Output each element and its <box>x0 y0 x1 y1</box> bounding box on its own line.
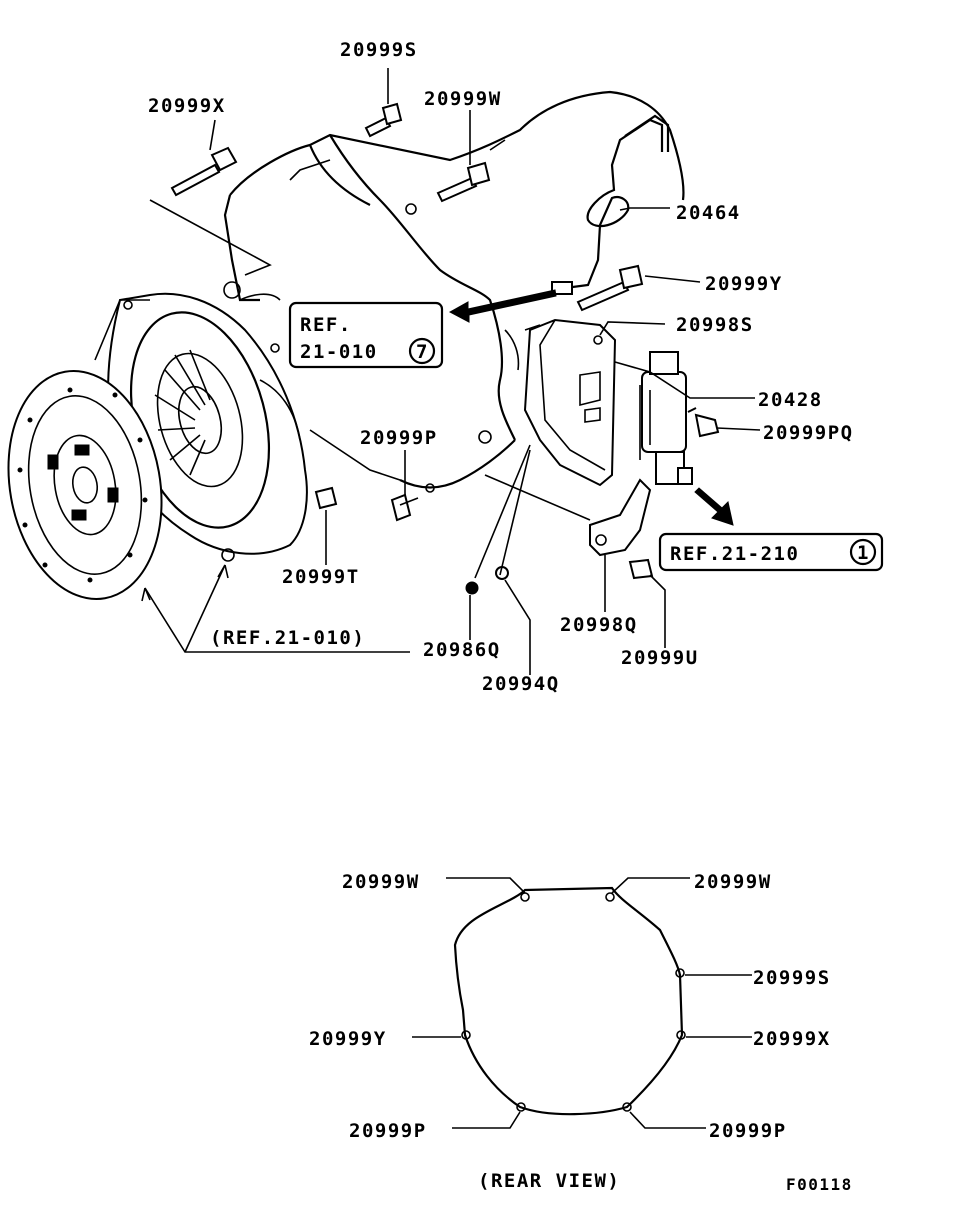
bolt-20999PQ <box>687 407 720 438</box>
label-20999S: 20999S <box>340 39 418 61</box>
label-20999T: 20999T <box>282 566 360 588</box>
label-20999Y: 20999Y <box>705 273 783 295</box>
transmission-housing <box>149 90 685 493</box>
label-20994Q: 20994Q <box>482 673 560 695</box>
rear-label-left-20999W: 20999W <box>342 871 420 893</box>
ref-box-21-010-7: REF. 21-010 7 <box>288 301 444 369</box>
bracket-20998Q <box>589 478 652 557</box>
label-20998S: 20998S <box>676 314 754 336</box>
ref-box-text: REF.21-210 <box>670 543 799 565</box>
label-20999X: 20999X <box>148 95 226 117</box>
bolt-20999P-top <box>390 493 419 522</box>
rear-view-labels: 20999W 20999Y 20999P 20999W 20999S 20999… <box>309 871 831 1142</box>
clutch-disc <box>7 370 163 600</box>
bolt-20999U <box>628 558 654 580</box>
clip-20986Q <box>465 581 479 595</box>
ref-box-circle-number: 7 <box>416 341 429 363</box>
rear-label-right-20999X: 20999X <box>753 1028 831 1050</box>
label-20464: 20464 <box>676 202 741 224</box>
rear-label-right-20999W: 20999W <box>694 871 772 893</box>
part-labels: 20999S 20999X 20999W 20464 20999Y 20998S… <box>148 39 854 695</box>
label-20998Q: 20998Q <box>560 614 638 636</box>
label-20999P: 20999P <box>360 427 438 449</box>
bolt-20999W-top <box>436 161 491 203</box>
bolt-20999S-top <box>364 102 403 138</box>
arrow-ref-21-010-7 <box>448 289 557 323</box>
label-20986Q: 20986Q <box>423 639 501 661</box>
rear-label-right-20999S: 20999S <box>753 967 831 989</box>
bolt-20999X <box>170 146 238 197</box>
figure-code: F00118 <box>786 1175 853 1194</box>
label-20428: 20428 <box>758 389 823 411</box>
ref-box-line1: REF. <box>300 314 352 336</box>
ref-note-21-010: (REF.21-010) <box>210 627 365 649</box>
label-20999U: 20999U <box>621 647 699 669</box>
ref-box-21-210-1: REF.21-210 1 <box>658 532 884 572</box>
ref-box-circle-number: 1 <box>857 542 870 564</box>
arrow-ref-21-210-1 <box>694 487 734 526</box>
bolt-20999T <box>314 486 338 510</box>
ref-box-line2: 21-010 <box>300 341 378 363</box>
bolt-20999Y-top <box>576 264 644 312</box>
clutch-pipe-20464 <box>551 114 670 295</box>
rear-label-left-20999P: 20999P <box>349 1120 427 1142</box>
label-20999PQ: 20999PQ <box>763 422 854 444</box>
leader-lines <box>141 68 761 675</box>
label-20999W: 20999W <box>424 88 502 110</box>
rear-view-outline <box>453 886 686 1116</box>
rear-label-left-20999Y: 20999Y <box>309 1028 387 1050</box>
bracket-20998S <box>523 318 617 487</box>
rear-view-leaders <box>412 877 752 1129</box>
rear-view-title: (REAR VIEW) <box>478 1170 620 1192</box>
slave-cylinder-20428 <box>639 351 693 485</box>
rear-label-right-20999P: 20999P <box>709 1120 787 1142</box>
